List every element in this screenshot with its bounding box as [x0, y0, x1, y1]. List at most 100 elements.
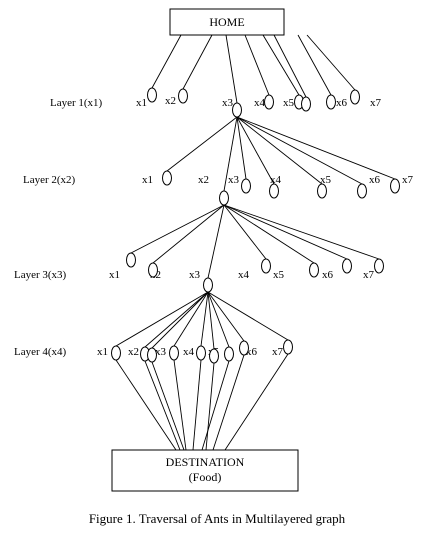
layer-2-node-label-6: x6 [369, 174, 381, 186]
edge-home-to-layer-1 [182, 34, 213, 90]
edge-layer-1-to-layer-2 [236, 116, 247, 180]
edge-layer-4-to-destination [201, 360, 230, 451]
destination-sublabel: (Food) [189, 470, 222, 484]
layer-2-node-label-4: x4 [270, 174, 282, 186]
home-label: HOME [209, 15, 244, 29]
layer-2-node [269, 183, 279, 199]
edge-layer-4-to-destination [212, 354, 245, 451]
edge-layer-4-to-destination [151, 361, 185, 451]
layer-4-label: Layer 4(x4) [14, 346, 67, 358]
layer-4-node-label-2: x2 [128, 346, 139, 358]
layer-1-node [178, 88, 188, 104]
edge-home-to-layer-1 [244, 34, 270, 96]
edge-home-to-layer-1 [151, 34, 182, 89]
layer-1-node-label-2: x2 [165, 95, 176, 107]
layer-4-node [224, 346, 234, 362]
edge-layer-1-to-layer-2 [236, 116, 275, 185]
edge-layer-4-to-destination [144, 360, 181, 451]
layer-1-node-label-7: x7 [370, 97, 382, 109]
layer-2-node [162, 170, 172, 186]
home-node: HOME [169, 8, 285, 36]
layer-4-node [111, 345, 121, 361]
layer-1-node [301, 96, 311, 112]
layer-1-label: Layer 1(x1) [50, 97, 103, 109]
edge-layer-1-to-layer-2 [236, 116, 396, 180]
layer-4-node [283, 339, 293, 355]
layer-2-node-label-2: x2 [198, 174, 209, 186]
layer-3-node [261, 258, 271, 274]
edge-home-to-layer-1 [297, 34, 332, 96]
layer-2-node-label-1: x1 [142, 174, 153, 186]
layer-3-node [148, 262, 158, 278]
layer-1-node-label-4: x4 [254, 97, 266, 109]
layer-3-node-label-3: x3 [189, 269, 201, 281]
layer-2-node-label-3: x3 [228, 174, 240, 186]
edge-layer-2-to-layer-3 [207, 204, 225, 279]
edge-layer-2-to-layer-3 [130, 204, 225, 254]
edge-home-to-layer-1 [225, 34, 238, 104]
edge-layer-2-to-layer-3 [152, 204, 225, 264]
layer-3-node [374, 258, 384, 274]
layer-3-node-label-4: x4 [238, 269, 250, 281]
edge-layer-1-to-layer-2 [236, 116, 363, 185]
edge-layer-2-to-layer-3 [223, 204, 380, 260]
layer-2-node [390, 178, 400, 194]
edge-layer-3-to-layer-4 [151, 291, 209, 349]
layer-3-node [309, 262, 319, 278]
layer-1-node-label-1: x1 [136, 97, 147, 109]
layer-1-node [264, 94, 274, 110]
edge-layer-3-to-layer-4 [173, 291, 209, 347]
layer-1-node-label-5: x5 [283, 97, 295, 109]
edge-layer-3-to-layer-4 [144, 291, 209, 348]
edge-layer-3-to-layer-4 [200, 291, 209, 347]
edge-layer-2-to-layer-3 [223, 204, 315, 264]
layer-4-node-label-3: x3 [155, 346, 167, 358]
edge-layer-1-to-layer-2 [236, 116, 323, 185]
layer-3-node-label-6: x6 [322, 269, 334, 281]
graph-nodes [111, 87, 400, 364]
layer-4-node-label-7: x7 [272, 346, 284, 358]
layer-3-node-active [203, 277, 213, 293]
edge-home-to-layer-1 [273, 34, 307, 98]
layer-1-node-label-6: x6 [336, 97, 348, 109]
layer-2-node-label-7: x7 [402, 174, 414, 186]
layer-4-node [169, 345, 179, 361]
edge-layer-3-to-layer-4 [115, 291, 209, 347]
edge-layer-2-to-layer-3 [223, 204, 267, 260]
figure-caption: Figure 1. Traversal of Ants in Multilaye… [89, 511, 346, 526]
edge-layer-3-to-layer-4 [207, 291, 215, 350]
layer-4-node-label-4: x4 [183, 346, 195, 358]
layer-1-node [147, 87, 157, 103]
layer-2-node-active [219, 190, 229, 206]
layer-4-node [196, 345, 206, 361]
layer-2-node [317, 183, 327, 199]
layer-4-node [239, 340, 249, 356]
layer-3-node [126, 252, 136, 268]
layer-3-node-label-5: x5 [273, 269, 285, 281]
edge-layer-4-to-destination [205, 362, 215, 451]
edge-layer-4-to-destination [224, 353, 289, 451]
layer-2-node [357, 183, 367, 199]
layer-1-node [350, 89, 360, 105]
layer-1-node [232, 102, 242, 118]
destination-label: DESTINATION [166, 455, 245, 469]
layer-1-node-label-3: x3 [222, 97, 234, 109]
edge-home-to-layer-1 [262, 34, 300, 96]
edge-home-to-layer-1 [306, 34, 356, 91]
edge-layer-1-to-layer-2 [166, 116, 238, 172]
edge-layer-2-to-layer-3 [223, 204, 348, 260]
edge-layer-1-to-layer-2 [223, 116, 238, 192]
layer-4-node [209, 348, 219, 364]
edge-layer-3-to-layer-4 [207, 291, 245, 342]
edge-layer-4-to-destination [115, 359, 177, 451]
edge-layer-4-to-destination [192, 359, 202, 451]
layer-2-label: Layer 2(x2) [23, 174, 76, 186]
layer-2-node-label-5: x5 [320, 174, 332, 186]
destination-node: DESTINATION (Food) [111, 449, 299, 492]
edge-layer-4-to-destination [173, 359, 187, 451]
layer-4-node-label-1: x1 [97, 346, 108, 358]
layer-2-node [241, 178, 251, 194]
layer-3-node-label-7: x7 [363, 269, 375, 281]
layer-3-label: Layer 3(x3) [14, 269, 67, 281]
